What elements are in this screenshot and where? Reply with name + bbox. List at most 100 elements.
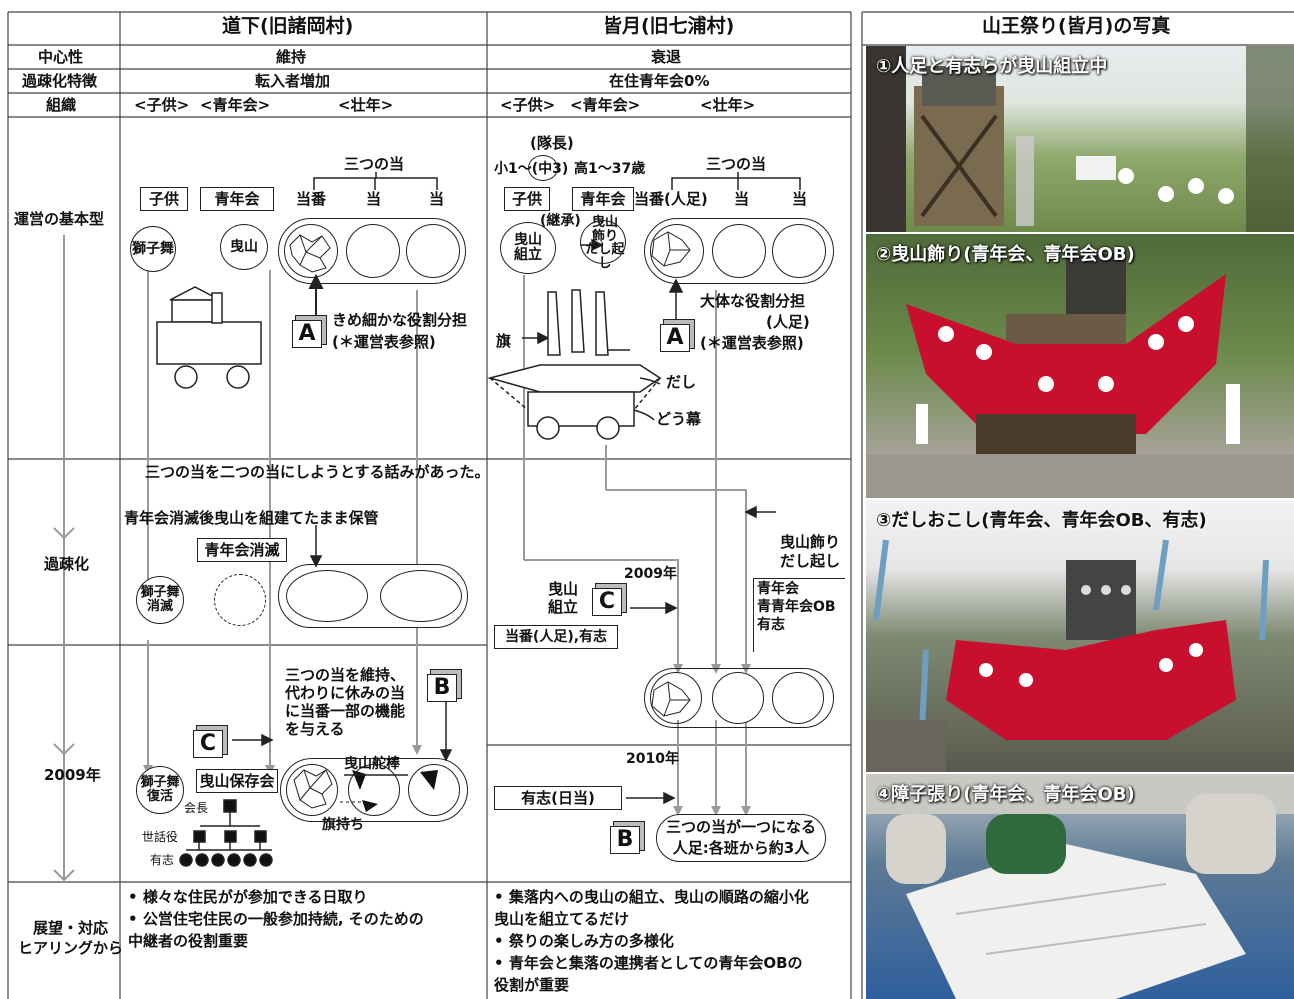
toban-ninsoku-label: 当番(人足)	[634, 190, 708, 208]
badge-c-mid: C	[592, 588, 622, 616]
outlook-mid-1: • 集落内への曳山の組立、曳山の順路の縮小化 曳山を組立てるだけ	[494, 888, 809, 928]
yushi-nichito-box: 有志(日当)	[494, 786, 622, 810]
to-circle-mid-1	[712, 224, 766, 278]
photo-3-dashi-okoshi: ③だしおこし(青年会、青年会OB、有志)	[866, 500, 1294, 772]
row-label-depop-feature: 過疎化特徴	[22, 72, 98, 90]
year-2009-mid: 2009年	[624, 566, 677, 582]
maintain-three-to-note: 三つの当を維持、 代わりに休みの当 に当番一部の機能 を与える	[285, 666, 406, 738]
to-label-left-2: 当	[429, 190, 445, 208]
domaku-label: どう幕	[656, 410, 702, 428]
toban-label-left: 当番	[296, 190, 327, 208]
centrality-michishita: 維持	[276, 48, 307, 66]
photo-4-caption: ④障子張り(青年会、青年会OB)	[876, 784, 1135, 805]
hikiyama-kumitate-circle: 曳山 組立	[500, 222, 556, 274]
keisho-label: (継承)	[540, 213, 581, 229]
outlook-mid-3: • 青年会と集落の連携者としての青年会OBの 役割が重要	[494, 954, 803, 994]
ninsoku-label: (人足)	[766, 313, 810, 331]
toban-yushi-box: 当番(人足),有志	[494, 625, 618, 649]
kazari-dashi-note: 曳山飾り だし起し	[780, 533, 841, 570]
to-label-left-1: 当	[366, 190, 382, 208]
hozonkai-box: 曳山保存会	[196, 769, 278, 793]
photo-2-caption: ②曳山飾り(青年会、青年会OB)	[876, 244, 1135, 265]
row-label-basic-type: 運営の基本型	[14, 210, 105, 228]
shishimai-revive-circle: 獅子舞 復活	[136, 766, 184, 814]
hata-label: 旗	[496, 332, 512, 350]
hikiyama-kaji-label: 曳山舵棒	[344, 756, 400, 772]
shishimai-circle: 獅子舞	[130, 226, 176, 272]
photo-2-decoration: ②曳山飾り(青年会、青年会OB)	[866, 234, 1294, 498]
outlook-left-1: • 様々な住民がが参加できる日取り	[128, 888, 368, 906]
org-adult-mid: <壮年>	[700, 96, 756, 114]
kumitate-note: 曳山 組立	[548, 580, 579, 616]
mittsu-no-to-label-left: 三つの当	[344, 155, 405, 173]
to-circle-2009-mid-2	[772, 672, 824, 724]
year-2010-mid: 2010年	[626, 751, 679, 767]
two-to-pill	[278, 564, 468, 628]
badge-b-mid: B	[610, 826, 640, 854]
taicho-label: (隊長)	[530, 134, 574, 152]
children-box-mid: 子供	[504, 187, 550, 211]
badge-a-left: A	[292, 320, 322, 348]
photo-1-assembly: ①人足と有志らが曳山組立中	[866, 46, 1294, 232]
note-three-to-two: 三つの当を二つの当にしようとする話みがあった。	[145, 463, 490, 481]
to-label-mid-2: 当	[792, 190, 808, 208]
chu3-circle-mark	[528, 155, 558, 181]
mittsu-no-to-label-mid: 三つの当	[706, 155, 767, 173]
outlook-left-2: • 公営住宅住民の一般参加持続, そのための 中継者の役割重要	[128, 910, 424, 950]
toban-circle-2009	[286, 764, 338, 816]
three-to-pill-2009	[280, 758, 468, 822]
hikiyama-circle: 曳山	[220, 224, 268, 270]
seinenkai-gone-box: 青年会消滅	[197, 538, 287, 562]
photo-4-shoji: ④障子張り(青年会、青年会OB)	[866, 774, 1294, 999]
to-circle-2009-1	[348, 764, 400, 816]
to-label-mid-1: 当	[734, 190, 750, 208]
photo-3-caption: ③だしおこし(青年会、青年会OB、有志)	[876, 510, 1207, 531]
two-to-circle-1	[286, 570, 368, 622]
children-box-left: 子供	[140, 187, 188, 211]
hatamochi-label: 旗持ち	[322, 817, 364, 833]
see-table-label-left: (＊運営表参照)	[332, 333, 436, 351]
row-label-organization: 組織	[46, 96, 77, 114]
org-youth-mid: <青年会>	[570, 96, 641, 114]
to-circle-left-2	[406, 224, 460, 278]
centrality-minazuki: 衰退	[651, 48, 682, 66]
outlook-mid-2: • 祭りの楽しみ方の多様化	[494, 932, 674, 950]
badge-b-left: B	[427, 674, 457, 702]
row-label-2009: 2009年	[44, 766, 101, 784]
to-circle-mid-2	[772, 224, 826, 278]
depop-feature-michishita: 転入者増加	[255, 72, 331, 90]
seinenkai-box-left: 青年会	[200, 187, 274, 211]
column-header-minazuki: 皆月(旧七浦村)	[603, 15, 735, 37]
toban-circle-left	[284, 224, 338, 278]
toban-circle-mid	[650, 224, 704, 278]
see-table-label-mid: (＊運営表参照)	[700, 334, 804, 352]
three-to-pill-2009-mid	[644, 668, 834, 728]
photo-1-caption: ①人足と有志らが曳山組立中	[876, 56, 1108, 77]
badge-c-left: C	[193, 730, 223, 758]
group-box-bracket	[753, 578, 845, 652]
photos-header: 山王祭り(皆月)の写真	[982, 15, 1171, 37]
sewayaku-label: 世話役	[142, 830, 179, 844]
org-youth-left: <青年会>	[200, 96, 271, 114]
depop-feature-minazuki: 在住青年会0%	[609, 72, 710, 90]
rough-roles-label: 大体な役割分担	[700, 292, 806, 310]
row-label-outlook: 展望・対応 ヒアリングから	[18, 919, 124, 958]
column-header-michishita: 道下(旧諸岡村)	[222, 15, 354, 37]
group-box-text: 青年会 青青年会OB 有志	[757, 581, 836, 634]
kazari-circle	[580, 220, 626, 264]
row-label-centrality: 中心性	[38, 48, 84, 66]
shishimai-gone-circle: 獅子舞 消滅	[136, 576, 184, 624]
note-keep-hikiyama: 青年会消滅後曳山を組建てたまま保管	[124, 509, 379, 527]
hikiyama-gone-circle	[214, 574, 266, 626]
row-label-depopulation: 過疎化	[44, 555, 90, 573]
to-circle-2009-mid-1	[712, 672, 764, 724]
ages-youth-label: 高1～37歳	[574, 161, 646, 177]
badge-a-mid: A	[660, 324, 690, 352]
kaicho-label: 会長	[184, 801, 209, 815]
fine-roles-label: きめ細かな役割分担	[332, 311, 468, 329]
two-to-circle-2	[380, 570, 462, 622]
merge-note-box: 三つの当が一つになる 人足:各班から約3人	[656, 814, 826, 862]
to-circle-2009-2	[408, 764, 460, 816]
org-children-mid: <子供>	[500, 96, 556, 114]
